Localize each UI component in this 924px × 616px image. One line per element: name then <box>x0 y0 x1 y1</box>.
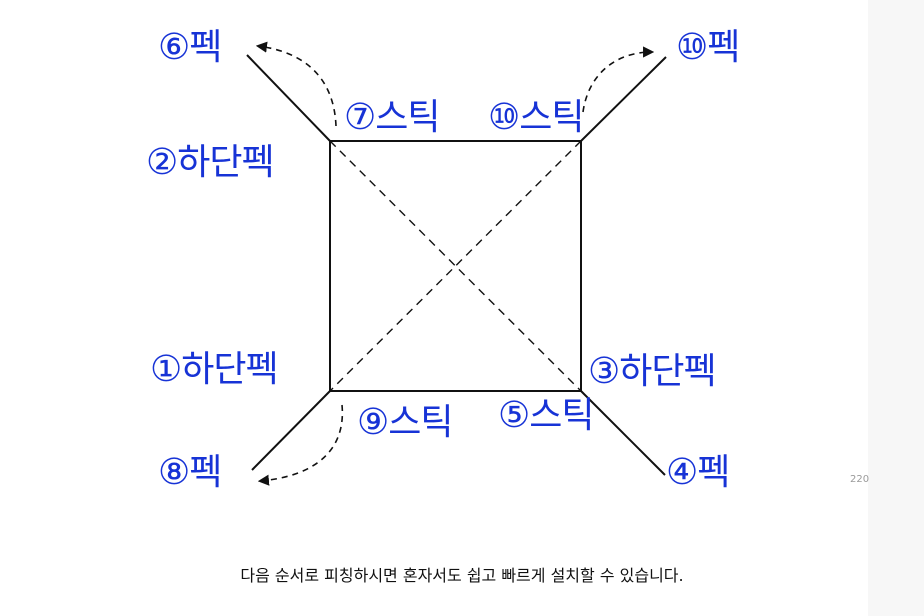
page-edge-strip <box>868 0 924 616</box>
arrow-top-left <box>255 41 337 127</box>
label-peg-10: ⑩펙 <box>676 27 740 68</box>
label-stick-7: ⑦스틱 <box>344 97 441 138</box>
label-bottom-peg-3: ③하단펙 <box>588 351 717 392</box>
guy-line-bottom-right <box>580 390 666 476</box>
label-bottom-peg-1: ①하단펙 <box>150 349 279 390</box>
label-peg-4: ④펙 <box>666 452 730 493</box>
tent-square <box>329 140 582 392</box>
guy-line-top-left <box>246 54 331 142</box>
label-stick-10: ⑩스틱 <box>488 97 585 138</box>
guy-line-bottom-left <box>251 390 331 471</box>
label-stick-9: ⑨스틱 <box>357 402 454 443</box>
arrow-bottom-left <box>257 404 344 486</box>
label-peg-8: ⑧펙 <box>158 452 222 493</box>
arrow-top-right <box>582 46 655 113</box>
guy-line-top-right <box>580 56 667 142</box>
diagonal-line-2 <box>329 140 582 392</box>
label-peg-6: ⑥펙 <box>158 27 222 68</box>
page-number: 220 <box>850 474 870 485</box>
diagonal-line-1 <box>329 140 582 392</box>
label-bottom-peg-2: ②하단펙 <box>146 142 275 183</box>
label-stick-5: ⑤스틱 <box>498 395 595 436</box>
caption: 다음 순서로 피칭하시면 혼자서도 쉽고 빠르게 설치할 수 있습니다. <box>240 566 684 585</box>
